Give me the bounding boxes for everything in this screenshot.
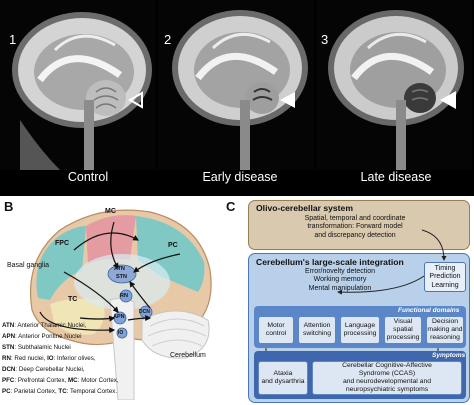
timing-box [424, 262, 466, 292]
mri-number-3: 3 [321, 32, 329, 47]
region-label-atn: ATN [114, 266, 125, 272]
panel-c-letter: C [226, 199, 236, 214]
region-label-apn: APN [113, 314, 125, 320]
mri-number-1: 1 [9, 32, 17, 47]
region-label-rn: RN [120, 293, 128, 299]
legend-line: ATN: Anterior Thalamic Nuclei, [2, 322, 87, 329]
mri-early-disease-image: 2 [158, 0, 314, 170]
error-novelty-text: Error/novelty detection Working memory M… [304, 268, 376, 292]
region-label-tc: TC [68, 296, 78, 303]
legend-line: APN: Anterior Pontine Nuclei [2, 333, 82, 340]
olivo-cerebellar-box [248, 200, 470, 250]
panel-b-legend: ATN: Anterior Thalamic Nuclei, APN: Ante… [2, 320, 120, 404]
legend-line: DCN: Deep Cerebellar Nuclei, [2, 366, 85, 373]
mri-late-disease-image: 3 [316, 0, 472, 170]
functional-domains-title: Functional domains [398, 307, 460, 314]
symptom-ccas: Cerebellar Cognitive-Affective Syndrome … [312, 361, 462, 395]
symptoms-title: Symptoms [432, 352, 466, 359]
brain-schematic-svg [29, 209, 212, 401]
timing-text: Timing Prediction Learning [429, 265, 461, 289]
legend-line: RN: Red nuclei, IO: Inferior olives, [2, 355, 96, 362]
legend-line: PFC: Prefrontal Cortex, MC: Motor Cortex… [2, 377, 119, 384]
mri-caption-early-disease: Early disease [202, 170, 278, 184]
region-label-io: IO [118, 330, 124, 336]
panel-a-mri-strip: A 1 Control [0, 0, 474, 196]
olivo-cerebellar-text: Spatial, temporal and coordinate transfo… [304, 215, 406, 239]
panel-b-letter: B [4, 199, 14, 214]
region-label-mc: MC [105, 208, 116, 215]
region-label-pc: PC [168, 242, 178, 249]
mri-caption-late-disease: Late disease [360, 170, 432, 184]
legend-line: PC: Parietal Cortex, TC: Temporal Cortex… [2, 388, 118, 395]
large-scale-integration-title: Cerebellum's large-scale integration [256, 257, 404, 267]
mri-number-2: 2 [164, 32, 172, 47]
mri-caption-control: Control [67, 170, 109, 184]
olivo-cerebellar-title: Olivo-cerebellar system [256, 203, 353, 213]
label-cerebellum: Cerebellum [170, 352, 206, 359]
label-basal-ganglia: Basal ganglia [7, 262, 50, 269]
region-label-stn: STN [116, 274, 127, 280]
panel-b-brain-diagram: FPC MC PC TC ATN STN RN APN IO DCN Basal… [7, 200, 230, 401]
region-label-fpc: FPC [55, 240, 69, 247]
mri-control-image: 1 [0, 0, 156, 170]
legend-line: STN: Subthalamic Nuclei [2, 344, 71, 351]
region-label-dcn: DCN [139, 309, 150, 315]
